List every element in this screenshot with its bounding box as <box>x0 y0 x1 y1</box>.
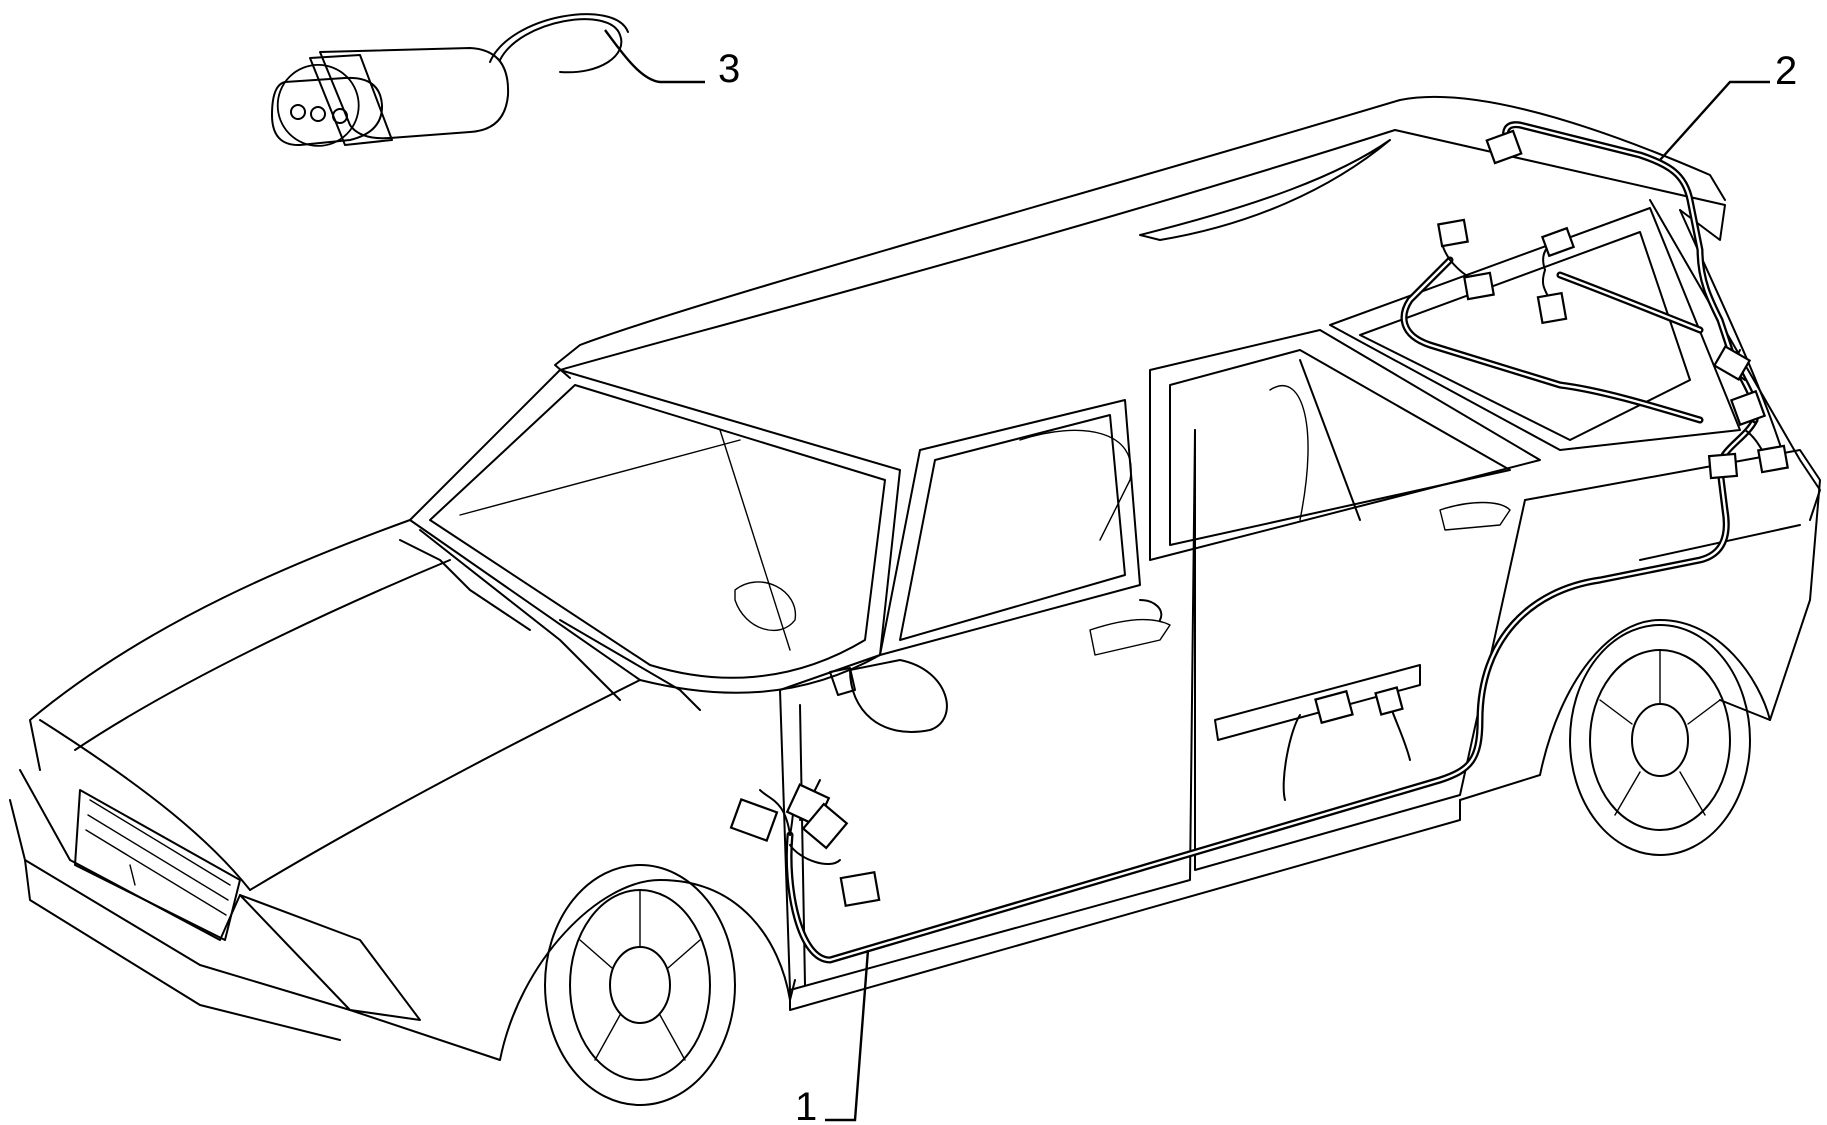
connector-part-3 <box>271 13 629 147</box>
harness-part-2 <box>1400 121 1789 480</box>
callout-1: 1 <box>795 949 870 1125</box>
callout-2: 2 <box>1659 49 1797 161</box>
car-body <box>9 95 1821 1106</box>
callout-3: 3 <box>604 29 740 91</box>
callout-1-label: 1 <box>795 1085 817 1125</box>
callout-2-label: 2 <box>1775 49 1797 93</box>
harness-part-1 <box>729 416 1759 964</box>
callout-3-label: 3 <box>718 47 740 91</box>
